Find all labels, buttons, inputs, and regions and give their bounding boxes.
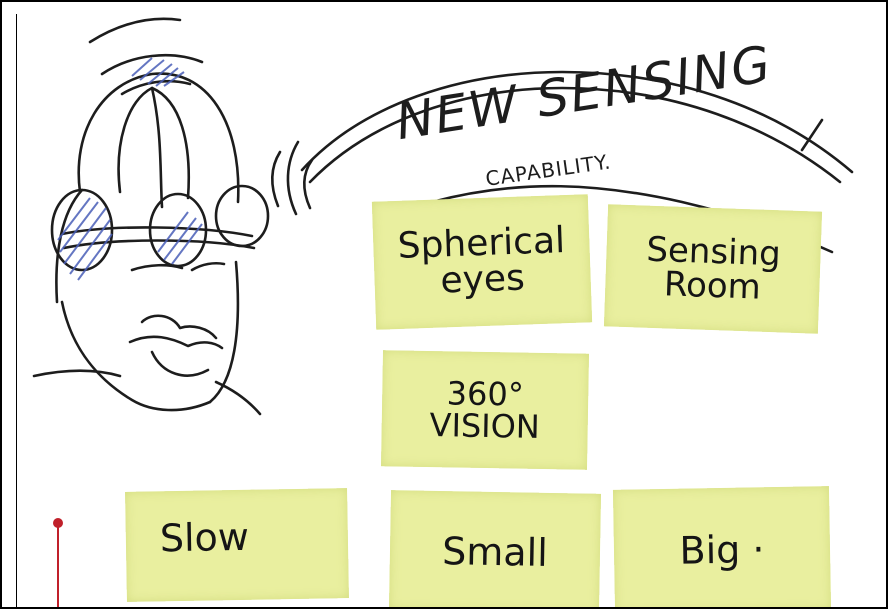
sticky-note-360-vision: 360° VISION [381, 350, 589, 470]
sticky-note-slow: Slow [125, 488, 349, 602]
sticky-note-small: Small [389, 490, 601, 609]
sticky-note-big: Big · [613, 486, 831, 609]
sticky-note-spherical-eyes: Spherical eyes [372, 194, 592, 329]
red-pin-icon [53, 518, 63, 528]
sticky-note-sensing-room: Sensing Room [604, 204, 822, 333]
